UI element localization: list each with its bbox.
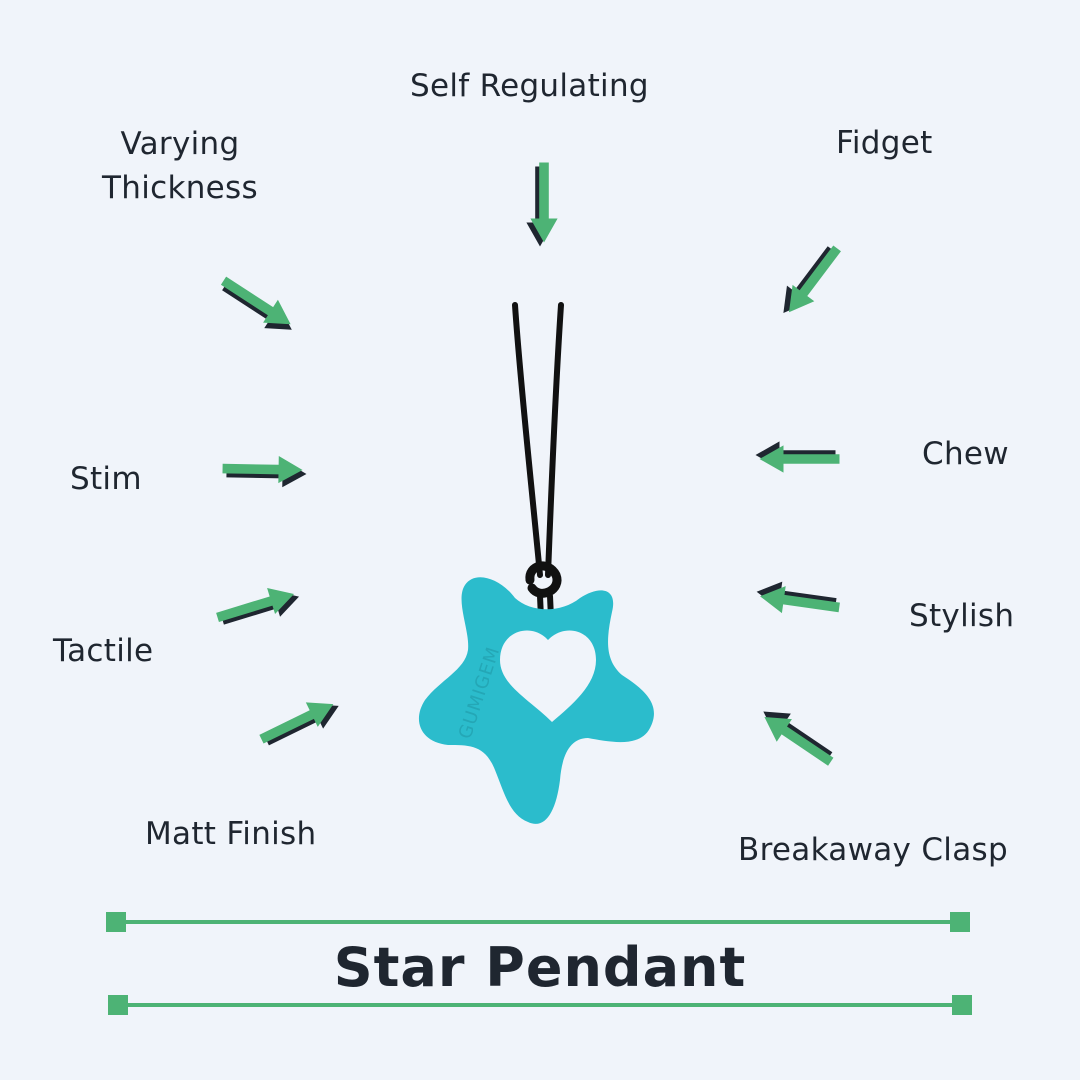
label-tactile: Tactile (53, 633, 154, 669)
pendant-cord (512, 302, 564, 643)
label-matt-finish: Matt Finish (145, 816, 317, 852)
star-pendant: GUMIGEM (418, 577, 654, 824)
arrow-stim (222, 454, 307, 488)
heart-cutout (500, 630, 596, 722)
label-chew: Chew (922, 436, 1009, 472)
label-stim: Stim (70, 461, 142, 497)
arrow-self-regulating (526, 162, 558, 247)
arrow-chew (755, 441, 840, 473)
arrow-breakaway-clasp (755, 700, 839, 774)
arrow-varying-thickness (216, 269, 300, 342)
arrow-tactile (213, 581, 303, 634)
label-fidget: Fidget (836, 125, 933, 161)
arrow-fidget (772, 240, 848, 322)
arrow-matt-finish (255, 691, 345, 754)
label-breakaway-clasp: Breakaway Clasp (738, 832, 1008, 868)
label-varying-thickness: Varying Thickness (70, 122, 290, 210)
product-title: Star Pendant (333, 936, 747, 999)
label-varying-thickness-line2: Thickness (102, 170, 258, 206)
label-self-regulating: Self Regulating (410, 68, 649, 104)
label-stylish: Stylish (909, 598, 1015, 634)
arrow-stylish (754, 578, 842, 621)
label-varying-thickness-line1: Varying (120, 126, 240, 162)
title-rule-bottom (108, 995, 972, 1015)
title-rule-top (106, 912, 970, 932)
